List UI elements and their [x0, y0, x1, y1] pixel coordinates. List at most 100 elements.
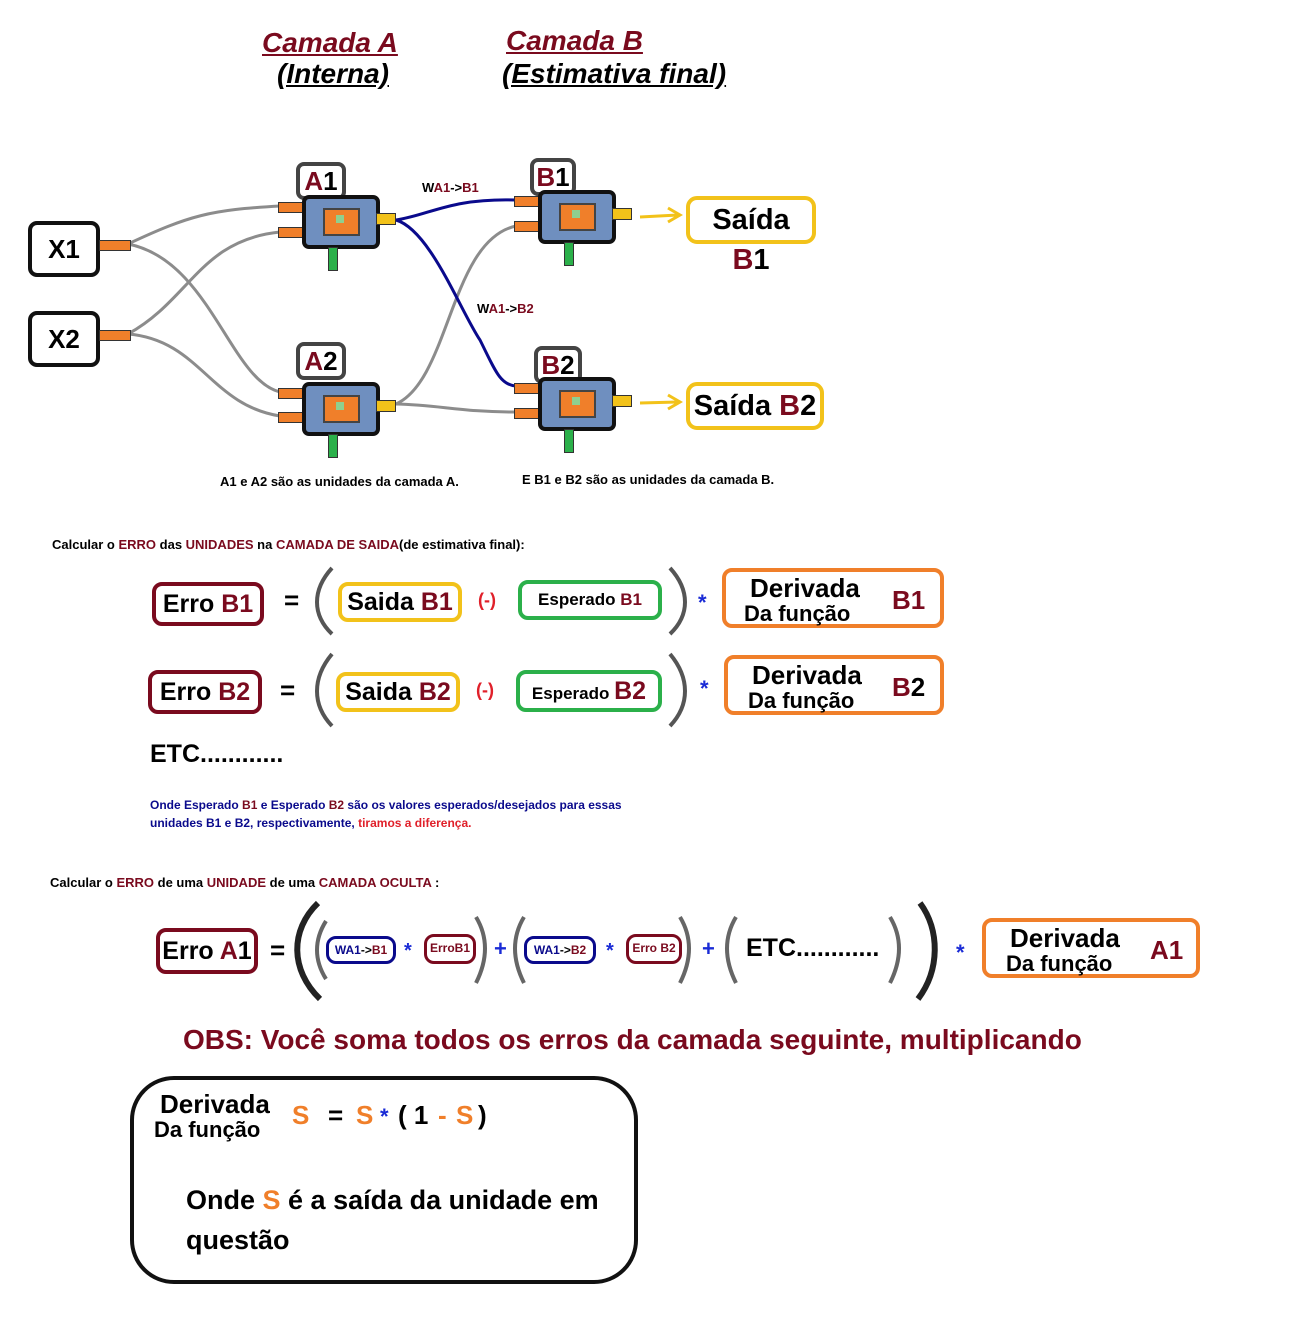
- neuron-chip-icon: [302, 195, 380, 249]
- caption-layer-b: E B1 e B2 são as unidades da camada B.: [522, 472, 775, 487]
- times-sign: *: [404, 940, 412, 962]
- error-a1-box: Erro A1: [156, 928, 258, 974]
- layer-a-subtitle: (Interna): [277, 58, 389, 89]
- times-sign: *: [380, 1104, 389, 1129]
- unit-b2: [514, 377, 636, 457]
- layer-b-title: Camada B: [506, 25, 643, 56]
- derivative-b1-box: Derivada Da função B1: [722, 568, 944, 628]
- equals-sign: =: [270, 935, 286, 965]
- formula-explanation: Onde S é a saída da unidade em questão: [186, 1185, 599, 1255]
- bias-connector-icon: [328, 434, 338, 458]
- bias-connector-icon: [328, 247, 338, 271]
- times-sign: *: [700, 676, 709, 701]
- equals-sign: =: [328, 1100, 344, 1130]
- etc-text: ETC............: [150, 740, 284, 768]
- formula-s: S: [292, 1100, 310, 1130]
- plus-sign: +: [494, 936, 507, 961]
- unit-number: 2: [323, 346, 338, 376]
- unit-letter: A: [304, 166, 324, 196]
- derivative-a1-box: Derivada Da função A1: [982, 918, 1200, 978]
- output-connector-icon: [612, 395, 632, 407]
- formula-open: ( 1: [398, 1100, 429, 1130]
- input-x1: X1: [28, 221, 100, 277]
- caption-layer-a: A1 e A2 são as unidades da camada A.: [220, 474, 459, 489]
- input-connector-icon: [514, 221, 540, 232]
- input-connector-icon: [99, 240, 131, 251]
- formula-s: S: [456, 1100, 474, 1130]
- error-b2-term: Erro B2: [626, 934, 682, 964]
- weight-a1-b1-term: WA1->B1: [326, 936, 396, 964]
- link-a1-b1: [395, 198, 517, 222]
- input-connector-icon: [278, 412, 304, 423]
- link-a2-b2: [395, 402, 517, 414]
- times-sign: *: [956, 940, 965, 965]
- input-connector-icon: [99, 330, 131, 341]
- output-connector-icon: [612, 208, 632, 220]
- bracket-icon: [294, 900, 938, 1002]
- bias-connector-icon: [564, 242, 574, 266]
- input-x2-label: X2: [48, 324, 80, 354]
- hidden-error-instruction: Calcular o ERRO de uma UNIDADE de uma CA…: [50, 875, 440, 890]
- output-error-note: Onde Esperado B1 e Esperado B2 são os va…: [150, 798, 622, 830]
- network-connections: [127, 198, 683, 418]
- unit-b1: [514, 190, 636, 270]
- equals-sign: =: [284, 585, 300, 615]
- unit-a2-label: A2: [296, 342, 346, 380]
- input-connector-icon: [278, 202, 304, 213]
- arrow-right-icon: [639, 393, 683, 411]
- expected-b1-term: Esperado B1: [518, 580, 662, 620]
- neuron-chip-icon: [538, 377, 616, 431]
- input-connector-icon: [278, 227, 304, 238]
- minus-sign: -: [438, 1100, 447, 1130]
- input-connector-icon: [514, 383, 540, 394]
- output-error-instruction: Calcular o ERRO das UNIDADES na CAMADA D…: [52, 537, 525, 552]
- etc-text: ETC............: [746, 934, 880, 962]
- unit-a1: [278, 195, 396, 275]
- derivative-b2-box: Derivada Da função B2: [724, 655, 944, 715]
- plus-sign: +: [702, 936, 715, 961]
- input-x2: X2: [28, 311, 100, 367]
- input-connector-icon: [514, 196, 540, 207]
- error-b1-term: ErroB1: [424, 934, 476, 964]
- formula-s: S: [356, 1100, 374, 1130]
- minus-sign: (-): [476, 680, 494, 700]
- expected-b2-term: Esperado B2: [516, 670, 662, 712]
- derivative-formula-box: Derivada Da função S = S * ( 1 - S ) Ond…: [130, 1076, 638, 1284]
- output-connector-icon: [376, 400, 396, 412]
- weight-label-a1-b1: WA1->B1: [422, 180, 479, 195]
- layer-a-title: Camada A: [262, 27, 398, 58]
- times-sign: *: [606, 940, 614, 962]
- unit-letter: B: [536, 162, 556, 192]
- output-b1: Saída B1: [686, 196, 816, 276]
- input-connector-icon: [514, 408, 540, 419]
- neuron-chip-icon: [538, 190, 616, 244]
- bias-connector-icon: [564, 429, 574, 453]
- neuron-chip-icon: [302, 382, 380, 436]
- input-x1-label: X1: [48, 234, 80, 264]
- link-a1-b2: [395, 218, 517, 388]
- formula-close: ): [478, 1100, 487, 1130]
- link-x2-a1: [127, 230, 281, 336]
- weight-label-a1-b2: WA1->B2: [477, 301, 534, 316]
- times-sign: *: [698, 590, 707, 615]
- output-b1-term: Saida B1: [338, 582, 462, 622]
- unit-number: 1: [555, 162, 570, 192]
- input-connector-icon: [278, 388, 304, 399]
- error-b1-box: Erro B1: [152, 582, 264, 626]
- bracket-icon: [315, 566, 687, 728]
- layer-b-subtitle: (Estimativa final): [502, 58, 727, 89]
- equals-sign: =: [280, 675, 296, 705]
- output-b2: Saída B2: [686, 382, 824, 430]
- link-x1-a2: [127, 242, 281, 394]
- unit-number: 2: [560, 350, 575, 380]
- unit-number: 1: [323, 166, 338, 196]
- output-connector-icon: [376, 213, 396, 225]
- arrow-right-icon: [639, 206, 683, 224]
- link-x1-a1: [127, 204, 281, 246]
- weight-a1-b2-term: WA1->B2: [524, 936, 596, 964]
- unit-letter: A: [304, 346, 324, 376]
- minus-sign: (-): [478, 590, 496, 610]
- link-a2-b1: [395, 224, 517, 406]
- link-x2-a2: [127, 332, 281, 418]
- unit-letter: B: [541, 350, 561, 380]
